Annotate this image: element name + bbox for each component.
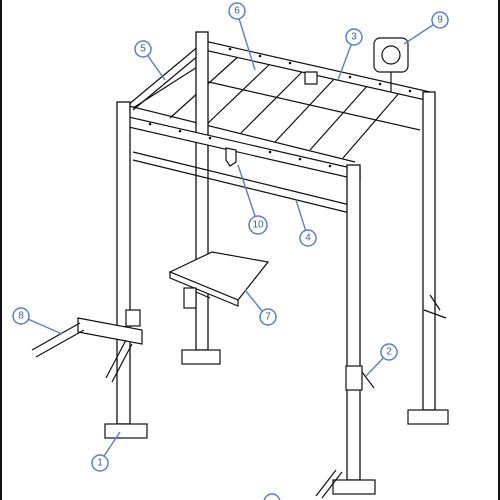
callout-8-label: 8 <box>18 311 24 322</box>
step-platform <box>168 251 270 309</box>
callout-8: 8 <box>12 307 30 325</box>
front-left-post <box>104 101 148 439</box>
callout-3: 3 <box>345 28 363 46</box>
callout-5-label: 5 <box>140 44 146 55</box>
plate-holder <box>373 37 409 92</box>
callout-partial <box>263 493 281 500</box>
landmine-attachment <box>315 469 343 499</box>
callout-1: 1 <box>91 454 109 472</box>
callout-9-label: 9 <box>437 15 443 26</box>
callout-5: 5 <box>134 40 152 58</box>
callout-2: 2 <box>380 343 398 361</box>
pull-up-bar <box>132 151 351 214</box>
callout-4: 4 <box>299 229 317 247</box>
callout-10-label: 10 <box>252 220 264 231</box>
callout-7: 7 <box>259 308 277 326</box>
back-left-post <box>181 31 221 365</box>
left-side-bar <box>127 44 206 111</box>
back-right-post <box>407 91 449 425</box>
callout-1-label: 1 <box>97 458 103 469</box>
callout-3-label: 3 <box>351 32 357 43</box>
front-right-post <box>332 164 376 495</box>
callout-6-label: 6 <box>234 6 240 17</box>
callout-7-label: 7 <box>265 312 271 323</box>
callout-2-label: 2 <box>386 347 392 358</box>
dip-bars <box>31 309 143 383</box>
callout-10: 10 <box>248 215 268 235</box>
callout-6: 6 <box>228 2 246 20</box>
callout-9: 9 <box>431 11 449 29</box>
callout-4-label: 4 <box>305 233 311 244</box>
